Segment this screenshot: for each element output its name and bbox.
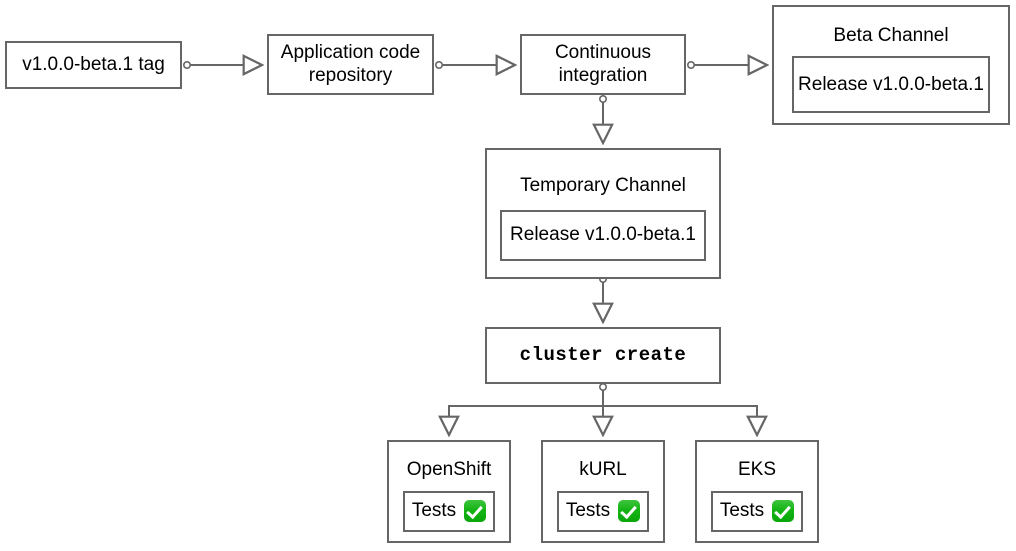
node-beta-channel[interactable]: Beta Channel Release v1.0.0-beta.1	[772, 5, 1010, 125]
node-beta-channel-release-label: Release v1.0.0-beta.1	[798, 73, 984, 95]
node-cluster-create[interactable]: cluster create	[485, 327, 721, 384]
white-check-mark-icon	[772, 500, 795, 523]
node-kurl-tests[interactable]: Tests	[557, 490, 649, 532]
node-beta-channel-title: Beta Channel	[833, 24, 949, 46]
node-continuous-integration[interactable]: Continuous integration	[520, 34, 686, 95]
node-continuous-integration-label: Continuous integration	[554, 42, 652, 86]
node-openshift-tests-row: Tests	[411, 500, 487, 523]
node-kurl-tests-label: Tests	[565, 500, 611, 521]
node-eks[interactable]: EKS Tests	[695, 440, 819, 543]
node-cluster-create-label: cluster create	[519, 344, 687, 367]
node-eks-tests-label: Tests	[719, 500, 765, 521]
white-check-mark-icon	[464, 500, 487, 523]
node-temporary-channel-title: Temporary Channel	[520, 175, 686, 197]
node-eks-title: EKS	[737, 459, 777, 481]
node-temporary-channel-release-label: Release v1.0.0-beta.1	[510, 224, 696, 245]
node-openshift[interactable]: OpenShift Tests	[387, 440, 511, 543]
node-kurl-title: kURL	[579, 459, 627, 481]
node-eks-tests[interactable]: Tests	[711, 490, 803, 532]
node-tag-label: v1.0.0-beta.1 tag	[22, 53, 165, 75]
white-check-mark-icon	[618, 500, 641, 523]
node-kurl-tests-row: Tests	[565, 500, 641, 523]
node-temporary-channel[interactable]: Temporary Channel Release v1.0.0-beta.1	[485, 148, 721, 279]
node-tag[interactable]: v1.0.0-beta.1 tag	[5, 41, 182, 89]
node-application-code-repository[interactable]: Application code repository	[267, 34, 434, 95]
node-openshift-tests-label: Tests	[411, 500, 457, 521]
node-kurl[interactable]: kURL Tests	[541, 440, 665, 543]
node-eks-tests-row: Tests	[719, 500, 795, 523]
node-application-code-repository-label: Application code repository	[280, 42, 421, 86]
node-temporary-channel-release[interactable]: Release v1.0.0-beta.1	[500, 209, 706, 261]
node-openshift-tests[interactable]: Tests	[403, 490, 495, 532]
node-openshift-title: OpenShift	[406, 459, 492, 481]
node-beta-channel-release[interactable]: Release v1.0.0-beta.1	[792, 56, 990, 114]
